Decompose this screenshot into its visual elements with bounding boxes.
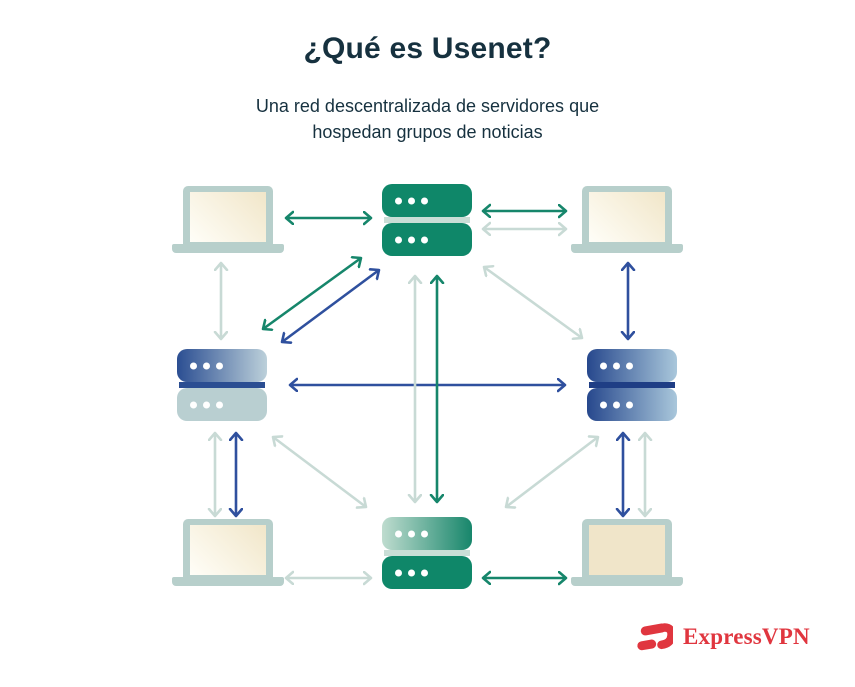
laptop-top-right-icon	[571, 186, 683, 253]
server-top-icon	[382, 184, 472, 256]
arrow-server-top-to-server-right	[484, 267, 582, 338]
laptop-base	[571, 577, 683, 586]
brand-logo: ExpressVPN	[636, 618, 810, 656]
laptop-screen	[190, 525, 266, 575]
server-light-dot	[613, 362, 620, 369]
arrow-lines	[215, 211, 645, 578]
page-title: ¿Qué es Usenet?	[303, 32, 552, 65]
laptop-base	[172, 577, 284, 586]
expressvpn-icon	[637, 623, 673, 651]
laptop-top-left-icon	[172, 186, 284, 253]
laptop-bezel	[582, 186, 672, 244]
server-light-dot	[216, 362, 223, 369]
laptop-base	[172, 244, 284, 253]
server-separator	[384, 550, 470, 556]
server-light-dot	[421, 569, 428, 576]
server-bottom-icon	[382, 517, 472, 589]
server-light-dot	[408, 236, 415, 243]
laptop-bottom-left-icon	[172, 519, 284, 586]
server-right-icon	[587, 349, 677, 421]
server-light-dot	[395, 569, 402, 576]
server-light-dot	[600, 362, 607, 369]
laptop-bezel	[183, 519, 273, 577]
server-unit	[382, 223, 472, 256]
server-separator	[179, 382, 265, 388]
server-lights	[600, 401, 633, 408]
server-light-dot	[203, 362, 210, 369]
server-lights	[395, 197, 428, 204]
server-lights	[395, 569, 428, 576]
laptop-screen	[190, 192, 266, 242]
server-light-dot	[408, 569, 415, 576]
server-light-dot	[613, 401, 620, 408]
server-lights	[600, 362, 633, 369]
server-light-dot	[395, 236, 402, 243]
server-light-dot	[626, 362, 633, 369]
laptop-bottom-right-icon	[571, 519, 683, 586]
server-light-dot	[600, 401, 607, 408]
server-light-dot	[190, 362, 197, 369]
server-separator	[589, 382, 675, 388]
server-unit	[587, 349, 677, 382]
server-unit	[177, 388, 267, 421]
laptop-screen	[589, 525, 665, 575]
laptop-bezel	[183, 186, 273, 244]
server-light-dot	[421, 530, 428, 537]
laptop-bezel	[582, 519, 672, 577]
brand-name: ExpressVPN	[683, 624, 810, 649]
server-unit	[177, 349, 267, 382]
subtitle-line-2: hospedan grupos de noticias	[312, 122, 543, 143]
server-light-dot	[216, 401, 223, 408]
server-light-dot	[408, 197, 415, 204]
server-unit	[382, 184, 472, 217]
subtitle-line-1: Una red descentralizada de servidores qu…	[255, 96, 600, 116]
server-lights	[190, 401, 223, 408]
server-left-icon	[177, 349, 267, 421]
laptop-screen	[589, 192, 665, 242]
arrow-server-left-to-server-bottom	[273, 437, 366, 507]
server-light-dot	[395, 197, 402, 204]
page-subtitle: Una red descentralizada de servidores qu…	[0, 93, 855, 145]
server-light-dot	[421, 236, 428, 243]
server-lights	[395, 530, 428, 537]
server-light-dot	[626, 401, 633, 408]
server-light-dot	[203, 401, 210, 408]
server-light-dot	[395, 530, 402, 537]
server-light-dot	[421, 197, 428, 204]
server-unit	[587, 388, 677, 421]
laptop-base	[571, 244, 683, 253]
server-light-dot	[190, 401, 197, 408]
server-unit	[382, 517, 472, 550]
server-light-dot	[408, 530, 415, 537]
server-separator	[384, 217, 470, 223]
server-unit	[382, 556, 472, 589]
arrow-server-right-to-server-bottom	[506, 437, 598, 507]
arrow-server-left-to-server-top-navy	[282, 270, 379, 342]
server-lights	[395, 236, 428, 243]
server-lights	[190, 362, 223, 369]
